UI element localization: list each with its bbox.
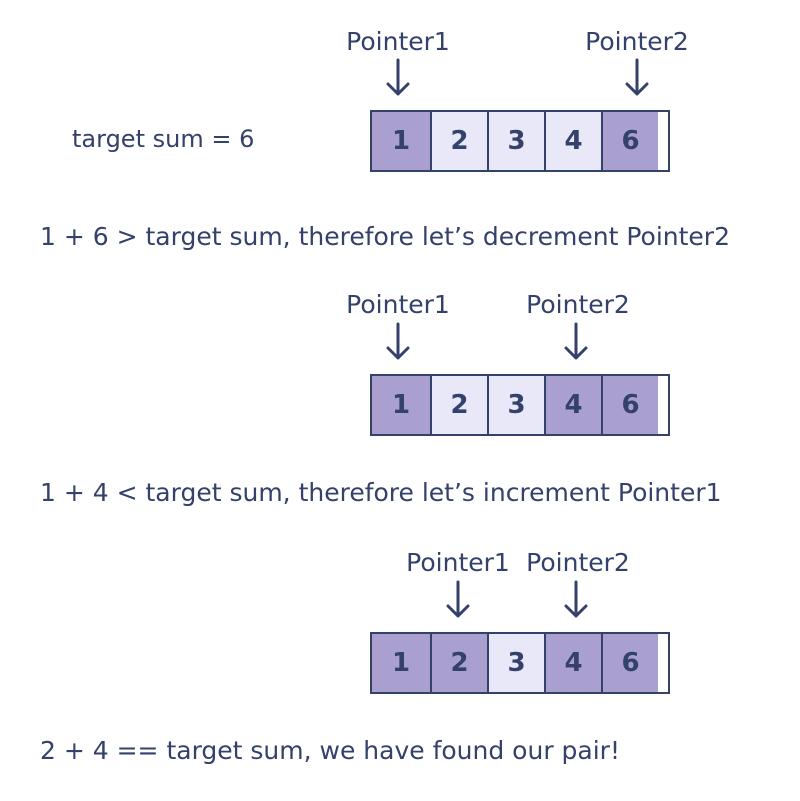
down-arrow-icon [386, 58, 410, 96]
array: 1 2 3 4 6 [370, 110, 670, 172]
down-arrow-icon [564, 322, 588, 360]
array-cell: 4 [544, 634, 601, 692]
down-arrow-icon [386, 322, 410, 360]
pointer1-label: Pointer1 [346, 27, 450, 56]
array-cell: 2 [430, 376, 487, 434]
array-cell: 6 [601, 112, 658, 170]
array-cell: 3 [487, 112, 544, 170]
pointer1-label: Pointer1 [406, 548, 510, 577]
array: 1 2 3 4 6 [370, 632, 670, 694]
pointer2-label: Pointer2 [526, 548, 630, 577]
down-arrow-icon [625, 58, 649, 96]
array-cell: 3 [487, 634, 544, 692]
array-cell: 1 [372, 376, 430, 434]
array-cell: 2 [430, 634, 487, 692]
down-arrow-icon [446, 580, 470, 618]
array: 1 2 3 4 6 [370, 374, 670, 436]
down-arrow-icon [564, 580, 588, 618]
array-cell: 6 [601, 376, 658, 434]
array-cell: 3 [487, 376, 544, 434]
pointer2-label: Pointer2 [526, 290, 630, 319]
pointer1-label: Pointer1 [346, 290, 450, 319]
pointer2-label: Pointer2 [585, 27, 689, 56]
step-caption: 1 + 6 > target sum, therefore let’s decr… [40, 222, 730, 251]
array-cell: 2 [430, 112, 487, 170]
array-cell: 1 [372, 112, 430, 170]
array-cell: 4 [544, 112, 601, 170]
target-sum-label: target sum = 6 [72, 125, 255, 153]
array-cell: 4 [544, 376, 601, 434]
step-caption: 1 + 4 < target sum, therefore let’s incr… [40, 478, 722, 507]
step-caption: 2 + 4 == target sum, we have found our p… [40, 736, 620, 765]
array-cell: 6 [601, 634, 658, 692]
array-cell: 1 [372, 634, 430, 692]
